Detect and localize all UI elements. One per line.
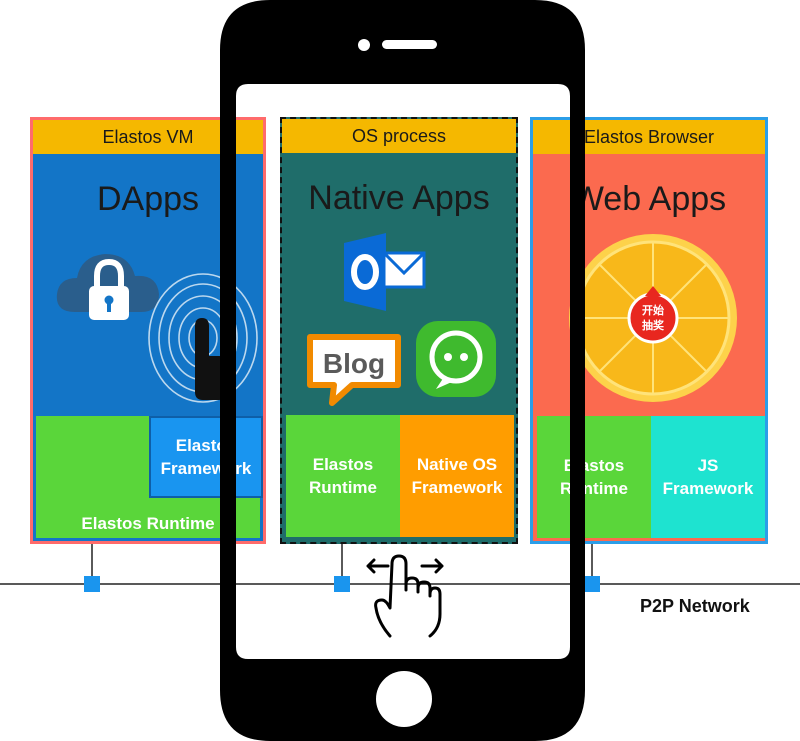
- prize-wheel-icon: 开始 抽奖: [569, 234, 737, 402]
- network-node-middle: [334, 576, 350, 592]
- panel-title: Web Apps: [571, 180, 727, 218]
- network-node-left: [84, 576, 100, 592]
- chat-icon: [416, 321, 496, 397]
- blog-icon: Blog: [307, 334, 401, 406]
- blog-text: Blog: [323, 348, 385, 379]
- panel-title: DApps: [96, 180, 200, 218]
- framework-block: JS Framework: [651, 416, 765, 538]
- swipe-hand-icon: [366, 554, 444, 638]
- runtime-label: Elastos Runtime: [81, 513, 215, 533]
- outlook-icon: [344, 233, 426, 311]
- panel-title: Native Apps: [308, 179, 490, 217]
- svg-text:开始: 开始: [642, 303, 664, 317]
- panel-elastos-browser: Elastos Browser Web Apps 开始 抽奖 Elastos R…: [530, 117, 768, 544]
- panel-header: OS process: [282, 119, 516, 153]
- p2p-network-label: P2P Network: [640, 596, 750, 616]
- runtime-block: Elastos Runtime: [286, 415, 400, 537]
- svg-text:抽奖: 抽奖: [642, 318, 665, 332]
- lock-cloud-icon: [56, 254, 159, 320]
- network-node-right: [584, 576, 600, 592]
- framework-block: Native OS Framework: [400, 415, 514, 537]
- panel-os-process: OS process Native Apps Blog Elastos Runt…: [280, 117, 518, 544]
